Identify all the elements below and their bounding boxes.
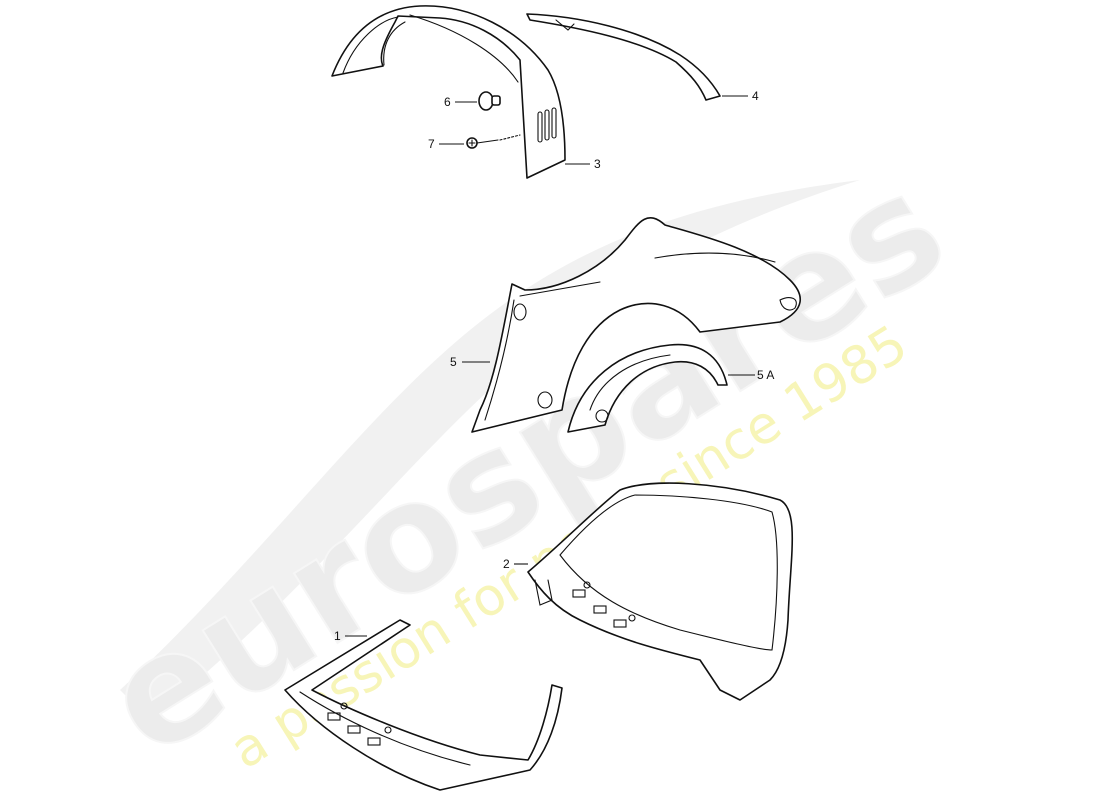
callout-4[interactable]: 4 — [722, 89, 759, 103]
watermark: eurospares a passion for parts since 198… — [76, 139, 975, 791]
callout-7[interactable]: 7 — [428, 137, 464, 151]
callout-1[interactable]: 1 — [334, 629, 367, 643]
svg-text:7: 7 — [428, 137, 435, 151]
part-7-screw[interactable] — [466, 134, 521, 149]
svg-text:3: 3 — [594, 157, 601, 171]
callout-5a[interactable]: 5 A — [728, 368, 774, 382]
callout-2[interactable]: 2 — [503, 557, 528, 571]
part-3-wheel-arch-liner[interactable] — [331, 5, 566, 179]
svg-text:6: 6 — [444, 95, 451, 109]
part-5a-wheel-arch[interactable] — [567, 343, 728, 433]
svg-text:2: 2 — [503, 557, 510, 571]
part-5-quarter-panel[interactable] — [471, 217, 801, 433]
callout-5[interactable]: 5 — [450, 355, 490, 369]
callouts: 1 2 3 4 5 5 A 6 7 — [334, 89, 774, 643]
svg-text:5: 5 — [450, 355, 457, 369]
callout-3[interactable]: 3 — [565, 157, 601, 171]
watermark-logo: eurospares — [77, 140, 974, 790]
svg-text:4: 4 — [752, 89, 759, 103]
callout-6[interactable]: 6 — [444, 95, 477, 109]
part-4-trim-strip[interactable] — [526, 13, 721, 101]
watermark-swoosh — [120, 180, 860, 720]
svg-text:5 A: 5 A — [757, 368, 774, 382]
svg-text:1: 1 — [334, 629, 341, 643]
part-1-windscreen-frame[interactable] — [284, 619, 563, 791]
part-2-roof-frame[interactable] — [527, 482, 794, 701]
part-6-clip[interactable] — [478, 91, 501, 111]
